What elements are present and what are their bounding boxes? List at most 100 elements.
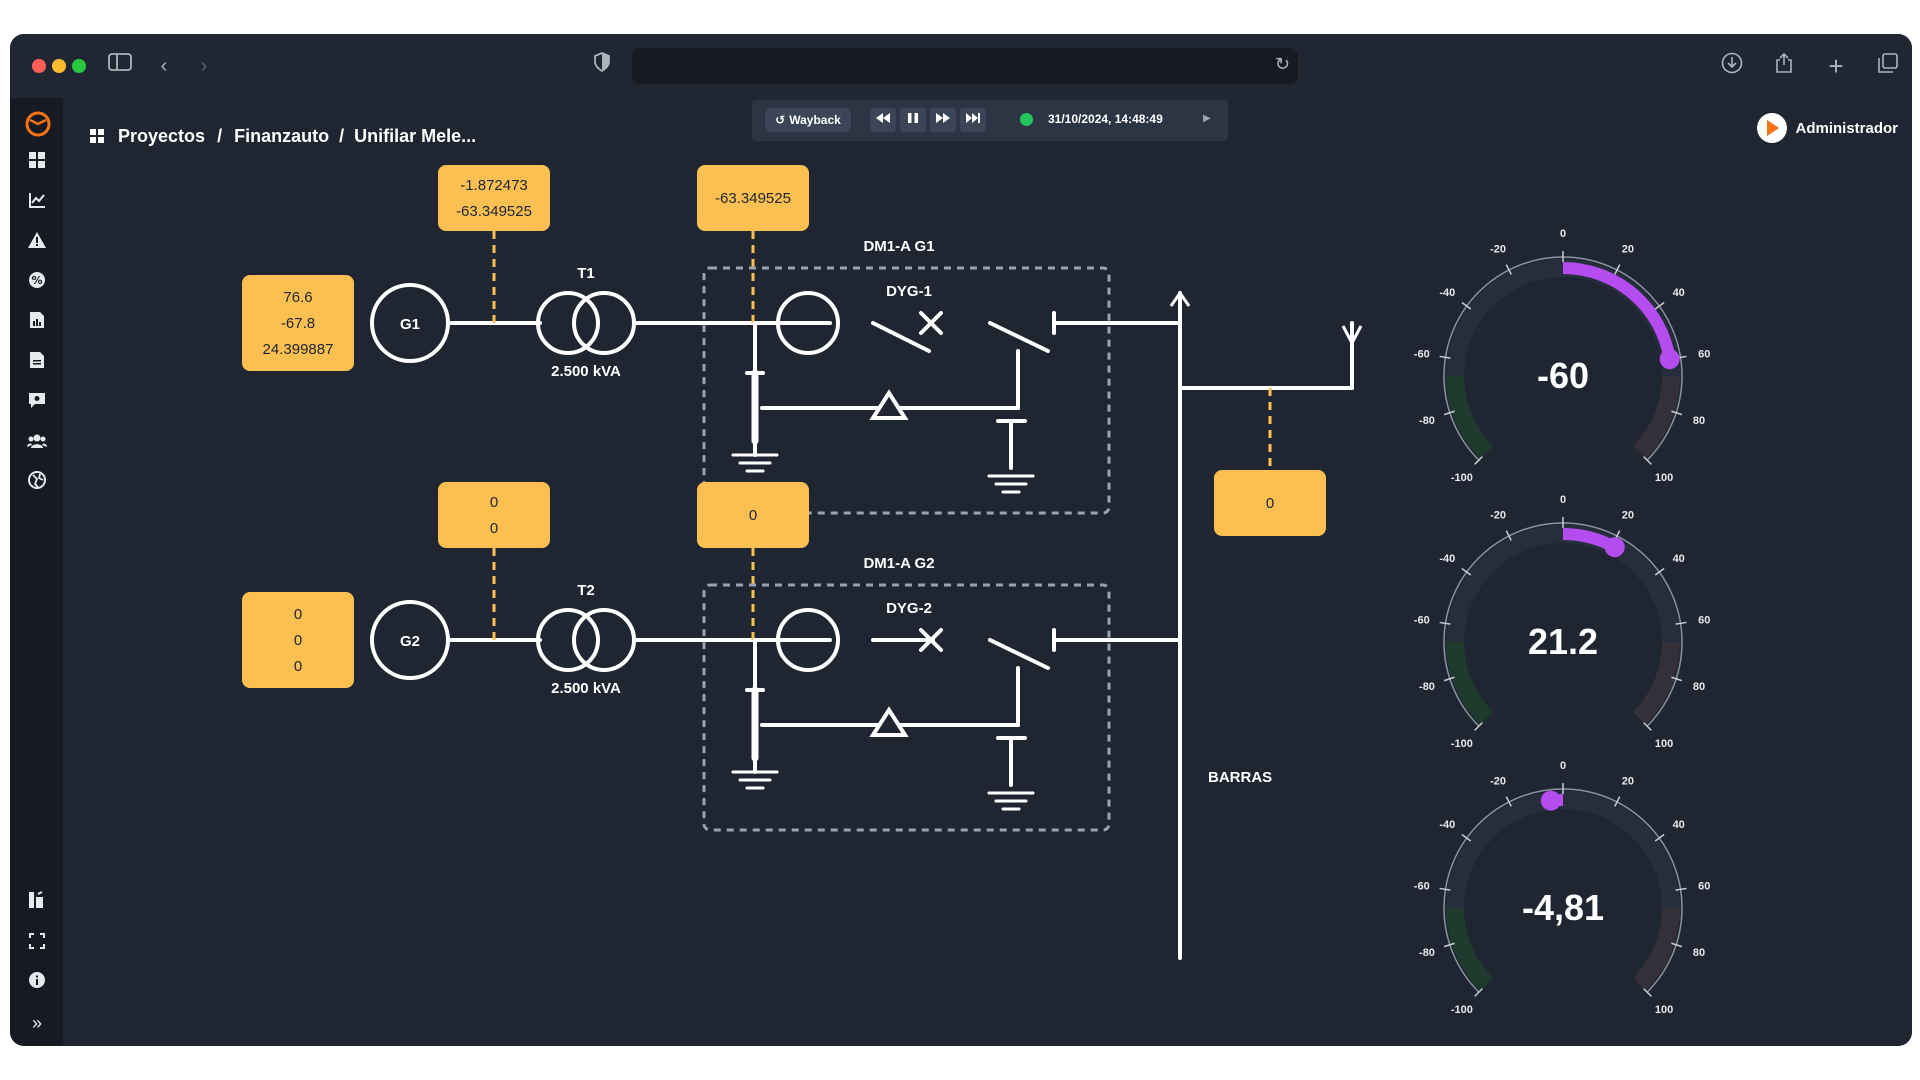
app-sidebar: % » — [10, 98, 63, 1046]
transformer-rating: 2.500 kVA — [551, 680, 621, 697]
app-logo-icon[interactable] — [24, 110, 51, 137]
breaker-x — [919, 311, 943, 335]
globe-icon[interactable] — [24, 470, 50, 496]
gauge-tick-label: -20 — [1490, 776, 1506, 788]
breadcrumb: Proyectos / Finanzauto / Unifilar Mele..… — [89, 126, 476, 149]
address-bar[interactable]: ↻ — [632, 48, 1298, 84]
gauge-band-high — [1632, 907, 1680, 991]
output-arrow — [1341, 325, 1363, 347]
minimize-window-button[interactable] — [52, 59, 66, 73]
module-frame — [702, 266, 1111, 515]
gauge-tick-label: 20 — [1622, 510, 1634, 522]
gauge-tick — [1654, 833, 1665, 842]
transformer-primary-winding — [536, 291, 600, 355]
gauge-tick — [1461, 833, 1472, 842]
users-icon[interactable] — [24, 430, 50, 456]
gauge-tick — [1474, 988, 1483, 997]
gauge-tick — [1671, 410, 1683, 416]
percent-icon[interactable]: % — [24, 270, 50, 296]
back-icon[interactable]: ‹ — [160, 55, 168, 77]
grid-icon — [89, 128, 105, 149]
forward-icon[interactable]: › — [200, 55, 208, 77]
breadcrumb-project[interactable]: Finanzauto — [234, 126, 330, 146]
gauge-tick — [1474, 456, 1483, 465]
gauge-tick-label: 40 — [1673, 553, 1685, 565]
add-document-icon[interactable] — [24, 890, 50, 916]
gauge-tick-label: 0 — [1560, 228, 1566, 240]
module-readings-value: 0 — [749, 507, 757, 524]
chart-line-icon[interactable] — [24, 190, 50, 216]
wayback-button[interactable]: ↺Wayback — [765, 108, 851, 132]
new-tab-icon[interactable]: + — [1828, 51, 1844, 81]
breaker-x — [919, 628, 943, 652]
gauge-tick-label: -20 — [1490, 244, 1506, 256]
bypass-triangle — [869, 389, 909, 420]
gauge-tick-label: 80 — [1693, 415, 1705, 427]
play-icon[interactable]: ▶ — [1203, 113, 1211, 124]
rewind-button[interactable] — [870, 108, 896, 132]
report-icon[interactable] — [24, 310, 50, 336]
current-transformer-symbol — [776, 608, 840, 672]
gauge-band-high — [1632, 641, 1680, 725]
message-icon[interactable] — [24, 390, 50, 416]
gauge-tick-label: -40 — [1439, 287, 1455, 299]
pause-button[interactable] — [900, 108, 926, 132]
live-status-dot — [1020, 113, 1033, 126]
single-line-diagram: 76.6-67.824.399887G1-1.872473-63.349525T… — [242, 165, 1711, 1016]
skip-end-icon — [966, 113, 980, 123]
fast-forward-button[interactable] — [930, 108, 956, 132]
close-window-button[interactable] — [32, 59, 46, 73]
transformer-rating: 2.500 kVA — [551, 363, 621, 380]
tabs-overview-icon[interactable] — [1874, 52, 1902, 80]
main-content: Proyectos / Finanzauto / Unifilar Mele..… — [63, 98, 1912, 1046]
history-icon: ↺ — [775, 113, 786, 127]
breadcrumb-separator: / — [339, 126, 345, 146]
rewind-icon — [876, 113, 890, 123]
gauge-value-label: 21.2 — [1528, 621, 1598, 662]
share-icon[interactable] — [1770, 52, 1798, 80]
maximize-window-button[interactable] — [72, 59, 86, 73]
gauge-tick-label: 100 — [1655, 1004, 1673, 1016]
gauge-tick-label: -80 — [1419, 947, 1435, 959]
gauge-tick — [1614, 264, 1621, 275]
gauge-tick — [1643, 988, 1652, 997]
gauge-tick — [1505, 264, 1512, 275]
gauge-tick — [1443, 942, 1455, 948]
gauge-pointer — [1540, 790, 1561, 811]
busbar-arrow — [1169, 290, 1191, 307]
gauge-band-low — [1446, 375, 1494, 459]
transformer-label: T2 — [577, 582, 595, 599]
transformer-secondary-winding — [572, 291, 636, 355]
bypass-triangle — [869, 706, 909, 737]
user-menu[interactable]: Administrador — [1757, 112, 1898, 144]
gauge-tick-label: -40 — [1439, 819, 1455, 831]
gauge-tick-label: 20 — [1622, 776, 1634, 788]
transformer-label: T1 — [577, 265, 595, 282]
document-icon[interactable] — [24, 350, 50, 376]
gauge-tick-label: 20 — [1622, 244, 1634, 256]
dashboard-icon[interactable] — [24, 150, 50, 176]
expand-sidebar-icon[interactable]: » — [31, 1013, 42, 1033]
generator-readings-value: 0 — [294, 632, 302, 649]
warning-icon[interactable] — [24, 230, 50, 256]
gauge-tick — [1654, 301, 1665, 310]
fullscreen-icon[interactable] — [24, 930, 50, 956]
transformer-secondary-winding — [572, 608, 636, 672]
shield-icon[interactable] — [588, 52, 616, 80]
transformer-primary-winding — [536, 608, 600, 672]
gauge-tick-label: -100 — [1451, 1004, 1473, 1016]
gauge-tick — [1474, 722, 1483, 731]
breaker-label: DYG-1 — [886, 283, 932, 300]
generator-readings-value: 76.6 — [283, 289, 312, 306]
reload-icon[interactable]: ↻ — [1274, 54, 1290, 74]
bus-reading-box — [1214, 470, 1326, 536]
skip-to-end-button[interactable] — [960, 108, 986, 132]
info-icon[interactable] — [24, 970, 50, 996]
sidebar-toggle-icon[interactable] — [106, 52, 134, 80]
breadcrumb-projects[interactable]: Proyectos — [118, 126, 206, 146]
download-icon[interactable] — [1718, 52, 1746, 80]
generator-label: G1 — [400, 316, 420, 333]
gauge-tick-label: -20 — [1490, 510, 1506, 522]
